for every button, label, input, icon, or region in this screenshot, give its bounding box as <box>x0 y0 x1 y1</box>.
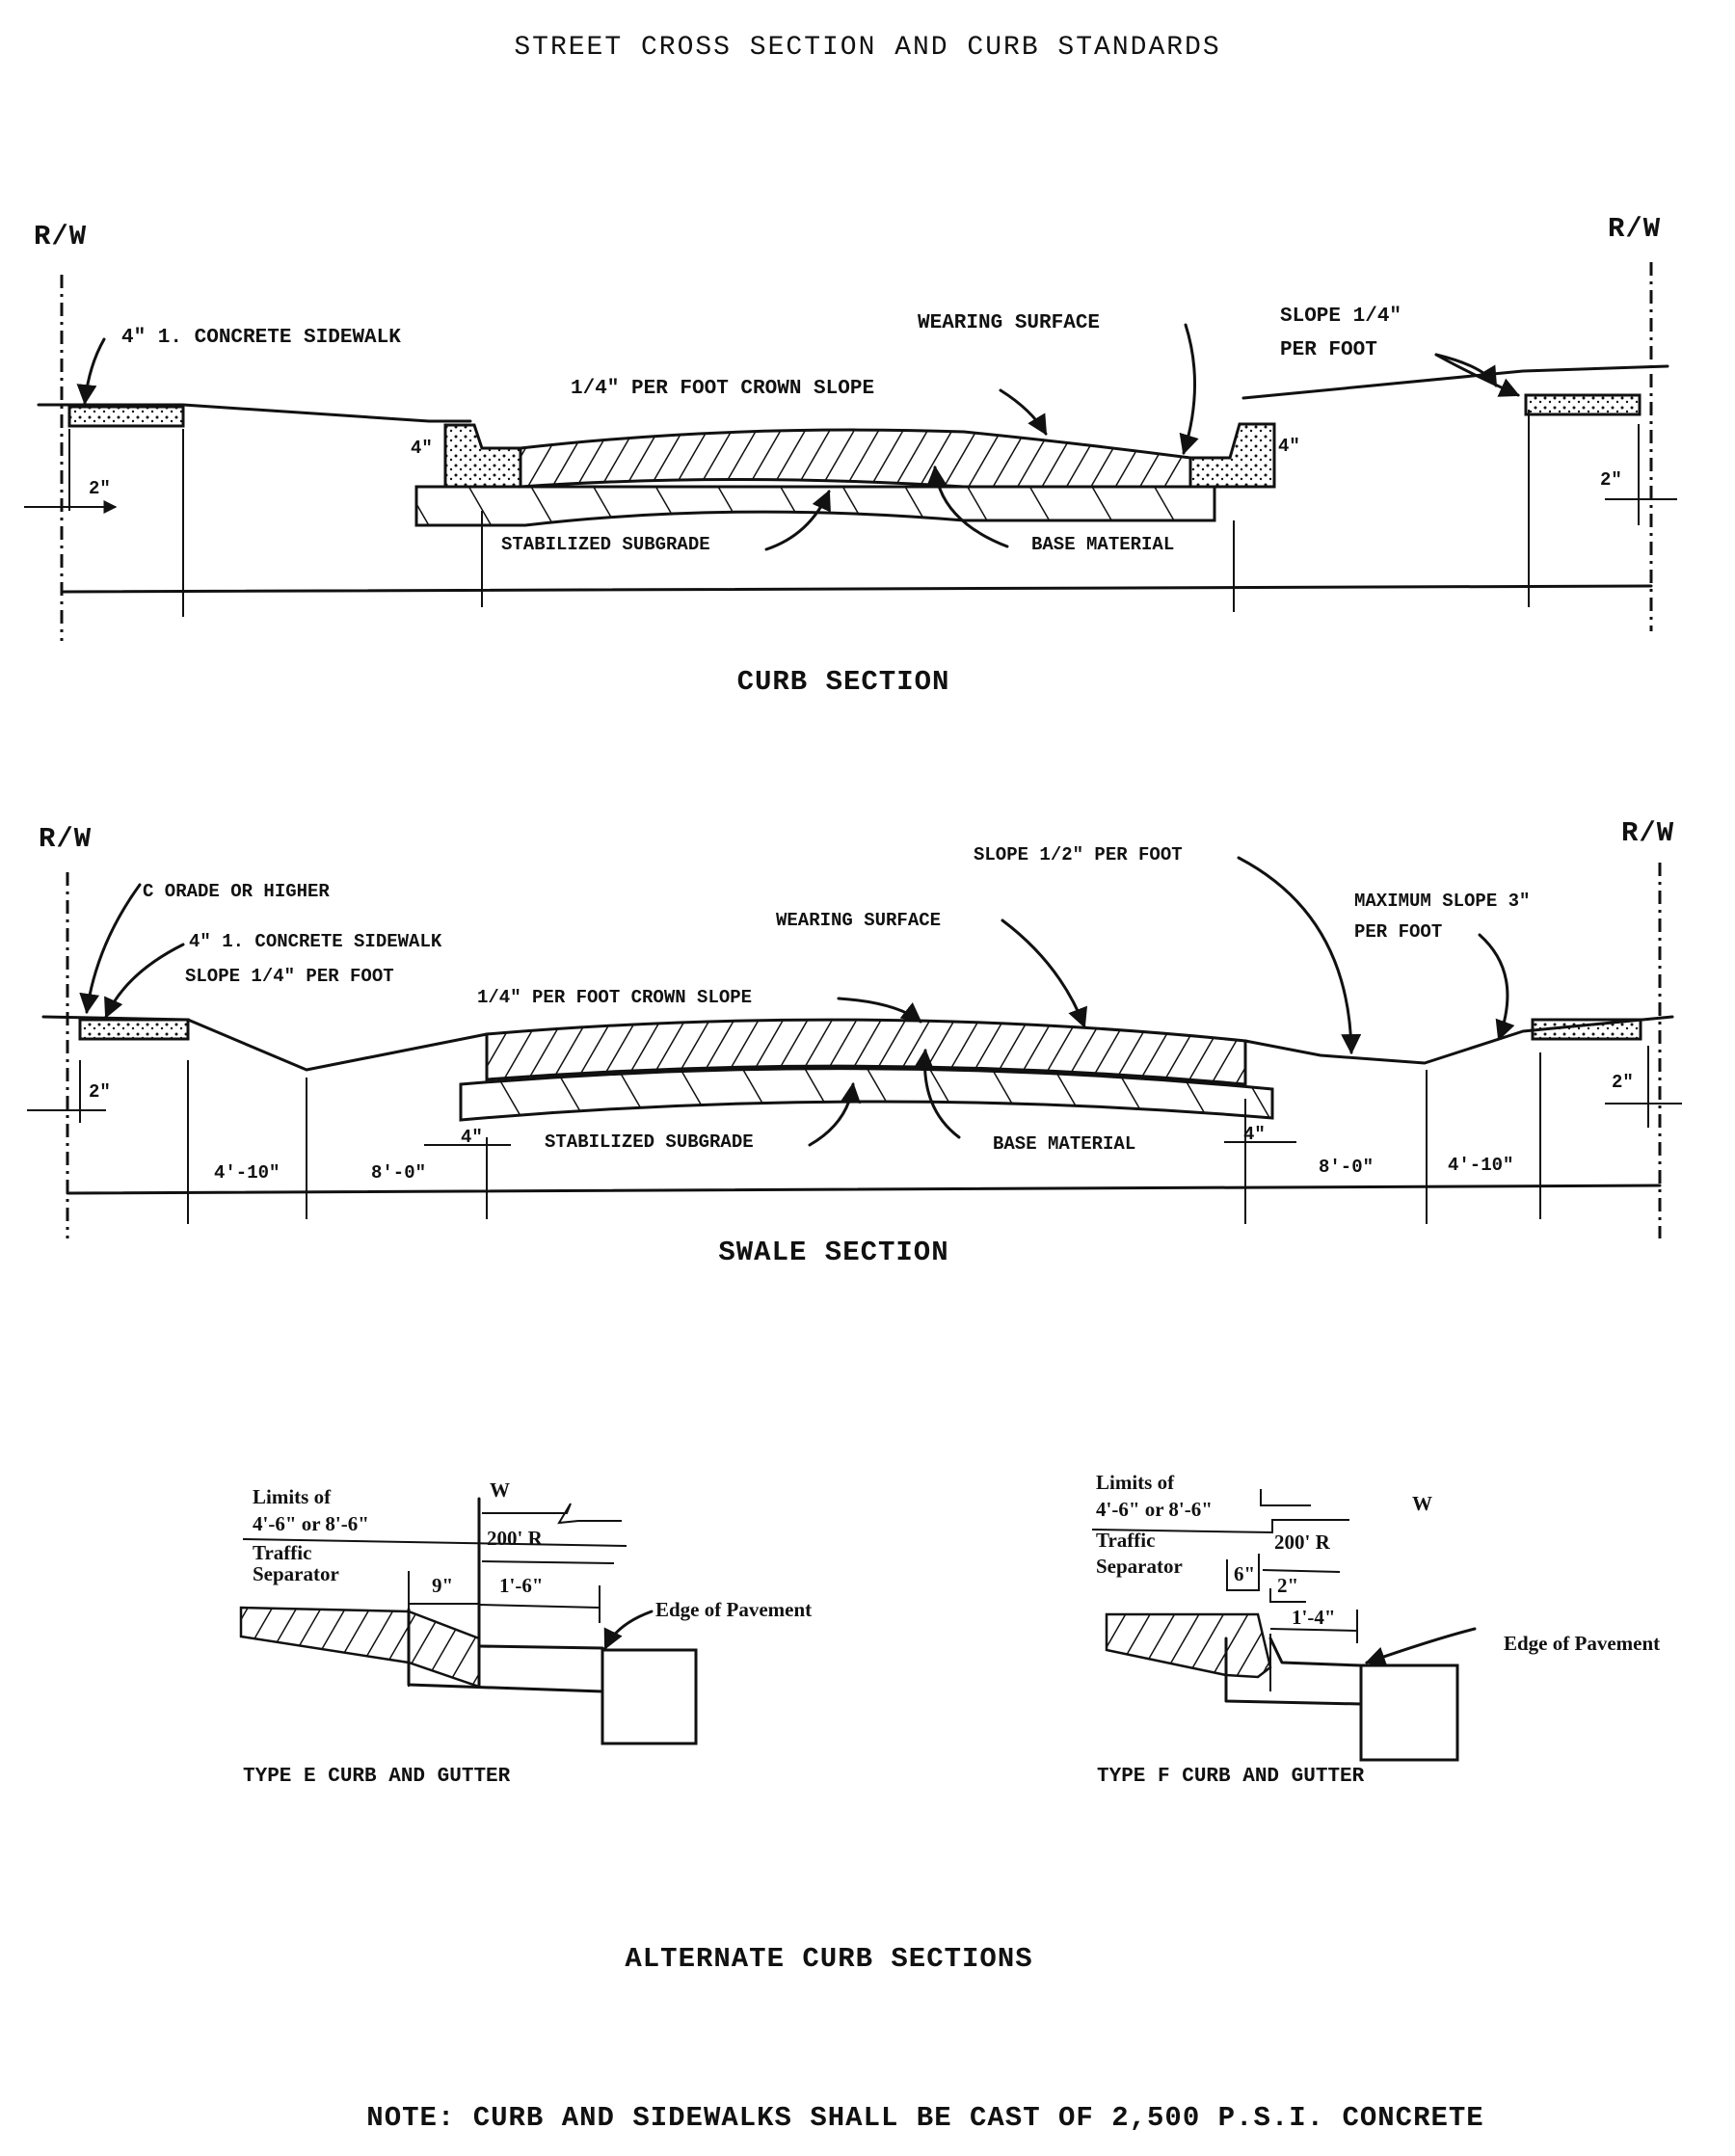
stabilized-subgrade-label: STABILIZED SUBGRADE <box>545 1131 754 1153</box>
limits-line2: 4'-6" or 8'-6" <box>1096 1498 1213 1521</box>
limits-line2: 4'-6" or 8'-6" <box>253 1512 369 1535</box>
sidewalk-left <box>67 405 185 428</box>
sidewalk-right <box>1531 1018 1642 1041</box>
max-slope-line1: MAXIMUM SLOPE 3" <box>1354 891 1530 912</box>
dim-a-label: 6" <box>1234 1562 1255 1585</box>
offset-right-label: 2" <box>1600 469 1622 491</box>
curb-height-right: 4" <box>1278 436 1300 457</box>
swale-section-caption: SWALE SECTION <box>718 1237 948 1268</box>
slope-label-line2: PER FOOT <box>1280 339 1377 361</box>
overhang-left-label: 4" <box>461 1127 483 1148</box>
offset-left-label: 2" <box>89 478 111 499</box>
radius-label: 200' R <box>487 1527 544 1550</box>
curb-height-left: 4" <box>411 438 433 459</box>
crown-slope-label: 1/4" PER FOOT CROWN SLOPE <box>571 378 874 400</box>
base-material-label: BASE MATERIAL <box>993 1133 1135 1155</box>
crown-slope-label: 1/4" PER FOOT CROWN SLOPE <box>477 987 752 1008</box>
swale-dimension-line <box>66 1184 1662 1195</box>
rw-left-label: R/W <box>39 823 92 855</box>
wearing-surface-layer <box>485 1018 1247 1086</box>
ground-right <box>1241 364 1669 400</box>
pavement-block <box>1359 1664 1459 1762</box>
separator-line1: Traffic <box>1096 1529 1155 1552</box>
w-label: W <box>490 1478 510 1502</box>
separator-line2: Separator <box>253 1562 339 1585</box>
separator-line2: Separator <box>1096 1555 1183 1578</box>
swale-section: R/W R/W 4'-10" 8'-0" 8'-0" 4'-10" 2" 2" <box>27 817 1682 1268</box>
wearing-surface-label: WEARING SURFACE <box>918 312 1100 334</box>
separator-line1: Traffic <box>253 1541 311 1564</box>
edge-label: Edge of Pavement <box>655 1598 812 1621</box>
traffic-separator-shape <box>1105 1612 1272 1679</box>
limits-line1: Limits of <box>253 1485 332 1508</box>
dim-a-label: 9" <box>432 1574 453 1597</box>
dim-c-label: 1'-4" <box>1292 1606 1336 1629</box>
w-label: W <box>1412 1492 1432 1515</box>
slope-label-line1: SLOPE 1/4" <box>1280 306 1401 328</box>
sidewalk-right <box>1524 393 1642 416</box>
type-e-detail: Limits of 4'-6" or 8'-6" Traffic Separat… <box>239 1478 812 1788</box>
grade-label: C ORADE OR HIGHER <box>143 881 330 902</box>
dim-right-inner: 8'-0" <box>1319 1157 1374 1178</box>
pavement-block <box>601 1648 698 1745</box>
curb-right <box>1188 422 1276 489</box>
dim-left-inner: 8'-0" <box>371 1162 426 1184</box>
rw-right-label: R/W <box>1608 213 1661 245</box>
max-slope-line2: PER FOOT <box>1354 921 1442 943</box>
slope-half-label: SLOPE 1/2" PER FOOT <box>974 844 1183 865</box>
stabilized-subgrade-label: STABILIZED SUBGRADE <box>501 534 710 555</box>
curb-section-caption: CURB SECTION <box>737 666 950 698</box>
sidewalk-label: 4" 1. CONCRETE SIDEWALK <box>189 931 442 952</box>
stabilized-subgrade-layer <box>414 485 1216 527</box>
offset-right-label: 2" <box>1612 1072 1634 1093</box>
type-e-caption: TYPE E CURB AND GUTTER <box>243 1766 511 1788</box>
limits-line1: Limits of <box>1096 1471 1175 1494</box>
overhang-right-label: 4" <box>1243 1124 1266 1145</box>
radius-label: 200' R <box>1274 1530 1331 1554</box>
rw-left-label: R/W <box>34 221 87 253</box>
alternate-heading: ALTERNATE CURB SECTIONS <box>625 1943 1032 1975</box>
curb-section: R/W R/W 4" 4" 2" 2" 4" 1. CON <box>24 213 1677 698</box>
type-f-detail: Limits of 4'-6" or 8'-6" W Traffic Separ… <box>1091 1471 1660 1788</box>
base-material-label: BASE MATERIAL <box>1031 534 1174 555</box>
curb-left <box>443 423 522 489</box>
curb-dimension-line <box>60 584 1653 594</box>
dim-b-label: 1'-6" <box>499 1574 544 1597</box>
dim-right-outer: 4'-10" <box>1448 1155 1513 1176</box>
sidewalk-left <box>78 1018 190 1041</box>
dim-left-outer: 4'-10" <box>214 1162 280 1184</box>
page-title: STREET CROSS SECTION AND CURB STANDARDS <box>514 33 1220 63</box>
concrete-note: NOTE: CURB AND SIDEWALKS SHALL BE CAST O… <box>366 2102 1483 2134</box>
ground-left <box>37 403 472 423</box>
wearing-surface-label: WEARING SURFACE <box>776 910 941 931</box>
stabilized-subgrade-layer <box>459 1067 1274 1122</box>
sidewalk-label: 4" 1. CONCRETE SIDEWALK <box>121 327 401 349</box>
traffic-separator-shape <box>239 1606 481 1689</box>
type-f-caption: TYPE F CURB AND GUTTER <box>1097 1766 1365 1788</box>
sidewalk-slope-label: SLOPE 1/4" PER FOOT <box>185 966 394 987</box>
offset-left-label: 2" <box>89 1081 111 1103</box>
rw-right-label: R/W <box>1621 817 1674 849</box>
wearing-surface-layer <box>519 428 1192 489</box>
edge-label: Edge of Pavement <box>1504 1632 1660 1655</box>
dim-b-label: 2" <box>1277 1574 1298 1597</box>
